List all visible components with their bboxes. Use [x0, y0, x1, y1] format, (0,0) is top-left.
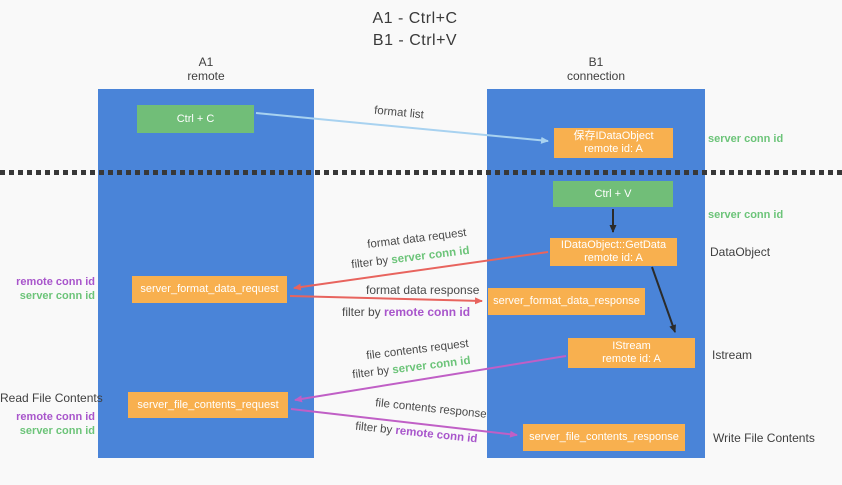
istream-line1: IStream [612, 340, 651, 352]
format-response-label: server_format_data_response [493, 295, 640, 307]
remote-conn-id-text: remote conn id [394, 424, 478, 446]
server-file-contents-response-box: server_file_contents_response [523, 424, 685, 451]
write-file-contents-annotation: Write File Contents [713, 431, 815, 445]
lane-header-a1: A1 remote [146, 55, 266, 83]
istream-annotation: Istream [712, 348, 753, 362]
ctrl-c-box: Ctrl + C [137, 105, 254, 133]
lane-b1-name: B1 [588, 55, 604, 69]
diagram-title: A1 - Ctrl+C B1 - Ctrl+V [300, 8, 530, 52]
filter-by-text: filter by [351, 364, 394, 382]
lane-a1-subtitle: remote [187, 69, 225, 83]
save-idataobject-line1: 保存IDataObject [573, 130, 654, 142]
filter-by-text: filter by [342, 305, 385, 319]
ctrl-v-label: Ctrl + V [594, 187, 632, 200]
remote-conn-id-annotation-format: remote conn id [16, 276, 95, 288]
filter-by-text: filter by [350, 254, 393, 272]
file-response-label: server_file_contents_response [529, 431, 679, 443]
server-format-data-response-box: server_format_data_response [488, 288, 645, 315]
server-conn-id-annotation-format: server conn id [19, 290, 95, 302]
getdata-line2: remote id: A [584, 252, 643, 264]
server-conn-id-text: server conn id [391, 354, 472, 377]
save-idataobject-box: 保存IDataObject remote id: A [554, 128, 673, 158]
server-file-contents-request-box: server_file_contents_request [128, 392, 288, 418]
filter-by-text: filter by [354, 420, 397, 437]
remote-conn-id-annotation-file: remote conn id [16, 411, 95, 423]
format-list-label: format list [373, 104, 425, 122]
idataobject-getdata-box: IDataObject::GetData remote id: A [550, 238, 677, 266]
server-format-data-request-box: server_format_data_request [132, 276, 287, 303]
dataobject-annotation: DataObject [710, 245, 771, 259]
ctrl-c-label: Ctrl + C [176, 112, 215, 125]
read-file-contents-annotation: Read File Contents [0, 391, 103, 405]
lane-a1-name: A1 [198, 55, 214, 69]
lane-b1-subtitle: connection [566, 69, 626, 83]
istream-line2: remote id: A [602, 353, 661, 365]
server-conn-id-annotation-ctrlv: server conn id [708, 209, 784, 221]
format-data-response-label: format data response [366, 283, 480, 297]
server-conn-id-text: server conn id [390, 244, 471, 267]
remote-conn-id-text: remote conn id [384, 305, 471, 319]
server-conn-id-annotation-file: server conn id [19, 425, 95, 437]
getdata-line1: IDataObject::GetData [560, 239, 667, 251]
file-contents-response-label: file contents response [374, 397, 488, 421]
ctrl-v-box: Ctrl + V [553, 181, 673, 207]
file-request-label: server_file_contents_request [137, 398, 279, 411]
server-conn-id-annotation-top: server conn id [708, 133, 784, 145]
format-response-filter-label: filter by remote conn id [342, 305, 470, 319]
format-request-label: server_format_data_request [140, 283, 279, 295]
title-line-1: A1 - Ctrl+C [372, 10, 458, 27]
save-idataobject-line2: remote id: A [584, 143, 643, 155]
istream-box: IStream remote id: A [568, 338, 695, 368]
lane-header-b1: B1 connection [536, 55, 656, 83]
file-response-filter-label: filter by remote conn id [355, 421, 478, 446]
title-line-2: B1 - Ctrl+V [372, 32, 458, 49]
copy-paste-divider-line [0, 170, 842, 175]
